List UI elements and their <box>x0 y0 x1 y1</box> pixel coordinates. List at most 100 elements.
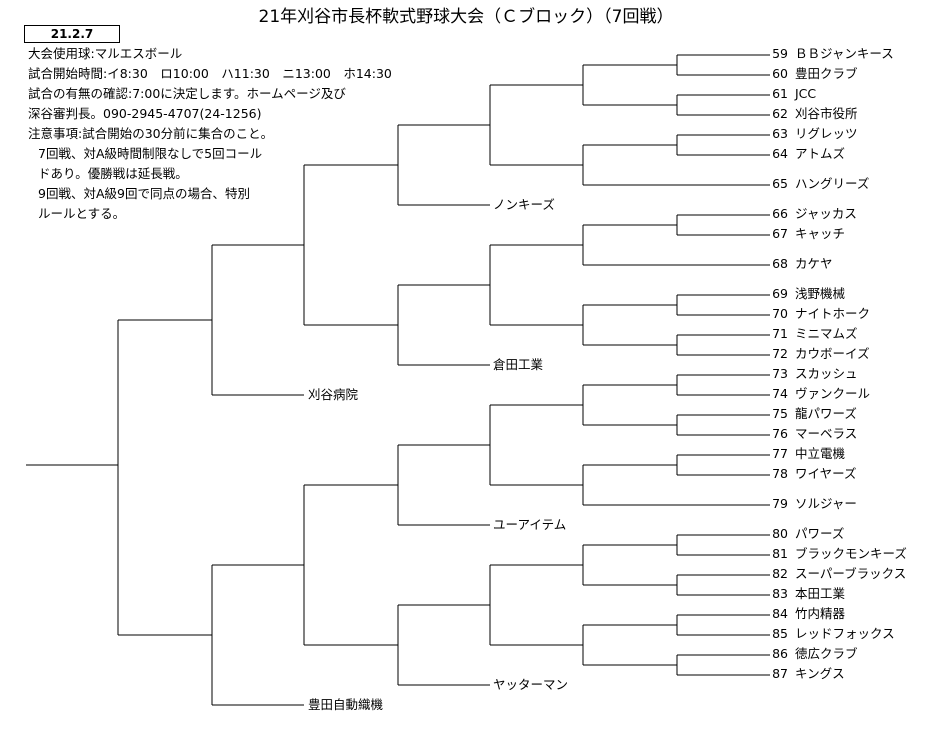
team-name: スーパーブラックス <box>795 566 907 581</box>
team-entry: 60 豊田クラブ <box>764 66 858 82</box>
team-number: 68 <box>772 256 788 271</box>
team-entry: 82 スーパーブラックス <box>764 566 906 582</box>
team-number: 82 <box>772 566 788 581</box>
team-number: 69 <box>772 286 788 301</box>
team-entry: 65 ハングリーズ <box>764 176 869 192</box>
team-name: スカッシュ <box>795 366 858 381</box>
team-name: カケヤ <box>795 256 833 271</box>
team-entry: 72 カウボーイズ <box>764 346 870 362</box>
team-name: パワーズ <box>795 526 845 541</box>
seed-label-c: 刈谷病院 <box>308 387 359 402</box>
round3-connectors <box>398 85 491 645</box>
seed-lines-round6 <box>212 394 304 706</box>
note-rule-7b: ドあり。優勝戦は延長戦。 <box>38 166 188 181</box>
seed-label-f: 豊田自動織機 <box>308 697 384 712</box>
team-name: 浅野機械 <box>795 286 846 301</box>
team-number: 59 <box>772 46 788 61</box>
seed-label-d: ユーアイテム <box>493 517 567 532</box>
team-name: 本田工業 <box>795 586 846 601</box>
team-number: 60 <box>772 66 788 81</box>
team-number: 71 <box>772 326 788 341</box>
team-name: ナイトホーク <box>795 306 871 321</box>
team-number: 67 <box>772 226 788 241</box>
seed-label-e: ヤッターマン <box>493 677 569 692</box>
round2-connectors <box>490 65 584 665</box>
team-number: 74 <box>772 386 788 401</box>
team-number: 65 <box>772 176 788 191</box>
team-name: キングス <box>795 666 845 681</box>
note-start-time: 試合開始時間:イ8:30 ロ10:00 ハ11:30 ニ13:00 ホ14:30 <box>28 66 392 81</box>
team-name: ＢＢジャンキース <box>795 46 894 61</box>
note-umpire: 深谷審判長。090-2945-4707(24-1256) <box>28 106 262 121</box>
team-entry: 86 徳広クラブ <box>764 646 858 662</box>
team-name: 竹内精器 <box>795 606 846 621</box>
team-entry: 76 マーベラス <box>764 426 857 442</box>
team-name: マーベラス <box>795 426 858 441</box>
team-entry: 84 竹内精器 <box>764 606 845 622</box>
team-entry: 87 キングス <box>764 666 845 682</box>
team-name: レッドフォックス <box>795 626 895 641</box>
team-entry: 63 リグレッツ <box>764 126 858 142</box>
team-number: 66 <box>772 206 788 221</box>
team-name: ジャッカス <box>795 206 857 221</box>
team-name: アトムズ <box>795 146 846 161</box>
team-name: 豊田クラブ <box>795 66 858 81</box>
team-entry: 64 アトムズ <box>764 146 845 162</box>
team-entry: 85 レッドフォックス <box>764 626 895 642</box>
team-number: 77 <box>772 446 788 461</box>
team-entry: 81 ブラックモンキーズ <box>764 546 907 562</box>
note-caution: 注意事項:試合開始の30分前に集合のこと。 <box>28 126 274 141</box>
round4-connectors <box>304 125 399 685</box>
team-number: 83 <box>772 586 788 601</box>
team-number: 86 <box>772 646 788 661</box>
team-name: カウボーイズ <box>795 346 870 361</box>
team-entry: 59 ＢＢジャンキース <box>764 46 894 62</box>
team-number: 75 <box>772 406 788 421</box>
team-entry: 67 キャッチ <box>764 226 845 242</box>
team-name: ハングリーズ <box>795 176 870 191</box>
team-number: 84 <box>772 606 788 621</box>
seed-label-b: 倉田工業 <box>493 357 544 372</box>
team-entry: 79 ソルジャー <box>764 496 857 512</box>
team-number: 62 <box>772 106 788 121</box>
slot-line <box>583 54 770 676</box>
note-rule-9b: ルールとする。 <box>38 206 126 221</box>
note-confirm: 試合の有無の確認:7:00に決定します。ホームページ及び <box>28 86 346 101</box>
team-entry: 71 ミニマムズ <box>764 326 858 342</box>
team-number: 87 <box>772 666 788 681</box>
team-name: 徳広クラブ <box>795 646 858 661</box>
team-name: ワイヤーズ <box>795 466 857 481</box>
team-number: 85 <box>772 626 788 641</box>
team-name: リグレッツ <box>795 126 858 141</box>
team-number: 64 <box>772 146 788 161</box>
team-name: ソルジャー <box>795 496 857 511</box>
team-number: 79 <box>772 496 788 511</box>
team-entry: 68 カケヤ <box>764 256 833 272</box>
round5-connectors <box>212 165 305 645</box>
seed-label-a: ノンキーズ <box>493 197 555 212</box>
team-name: 龍パワーズ <box>795 406 857 421</box>
team-number: 63 <box>772 126 788 141</box>
team-number: 76 <box>772 426 788 441</box>
team-number: 72 <box>772 346 788 361</box>
team-entry: 69 浅野機械 <box>764 286 845 302</box>
team-name: ヴァンクール <box>795 386 871 401</box>
team-name: ミニマムズ <box>795 326 858 341</box>
round6-connectors <box>118 245 213 705</box>
team-name: キャッチ <box>795 226 846 241</box>
team-name: ブラックモンキーズ <box>795 546 907 561</box>
note-rule-7: 7回戦、対A級時間制限なしで5回コール <box>38 146 263 161</box>
team-number: 73 <box>772 366 788 381</box>
final-connector <box>26 320 119 635</box>
seed-lines-round4 <box>398 204 490 686</box>
team-entry: 75 龍パワーズ <box>764 406 857 422</box>
page-title: 21年刈谷市長杯軟式野球大会（Ｃブロック）（7回戦） <box>258 7 674 27</box>
team-number: 81 <box>772 546 788 561</box>
team-name: JCC <box>795 86 817 101</box>
